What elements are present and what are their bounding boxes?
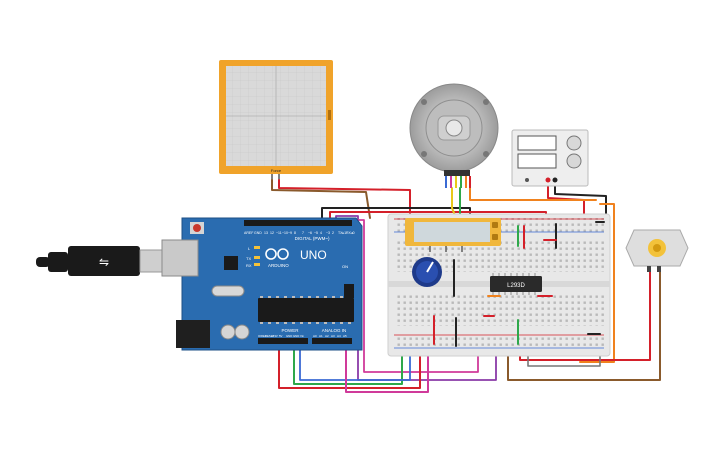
led-rx-label: RX	[246, 263, 252, 268]
pin-11-label: ~11	[276, 231, 282, 235]
led-rx	[254, 263, 260, 266]
wire-psu-black[interactable]	[554, 181, 607, 225]
force-sensor[interactable]: Force	[219, 60, 333, 180]
power-pin-gnd-2: GND	[293, 334, 299, 338]
pin-10-label: ~10	[282, 231, 288, 235]
pin-8-label: 8	[294, 231, 296, 235]
power-pin-gnd-1: GND	[286, 334, 292, 338]
pin-7-label: 7	[302, 231, 304, 235]
wire-dcmotor-brown[interactable]	[507, 267, 661, 381]
analog-pin-a3: A3	[331, 334, 335, 338]
wire-gnd-blue[interactable]	[299, 341, 411, 381]
arduino-logo-icon	[265, 248, 289, 260]
potentiometer[interactable]	[412, 257, 442, 287]
pin-0-label: RX◂0	[346, 231, 355, 235]
power-jack	[176, 320, 210, 348]
wire-fsr-brown[interactable]	[271, 179, 371, 219]
wire-5v-red[interactable]	[278, 339, 421, 389]
digital-header-label: DIGITAL (PWM~)	[295, 236, 330, 241]
led-l	[254, 246, 260, 249]
aref-label: AREF	[244, 231, 253, 235]
icsp-header	[344, 284, 354, 298]
wire-a0-magenta[interactable]	[345, 339, 429, 393]
uno-label: UNO	[300, 248, 327, 262]
led-l-label: L	[248, 246, 251, 251]
power-header-label: POWER	[281, 328, 299, 333]
power-pin-vin: Vin	[300, 334, 304, 338]
power-pin-3v3: 3.3V	[272, 334, 278, 338]
l293d-chip[interactable]: L293D	[490, 273, 542, 295]
pin-13-label: 13	[264, 231, 268, 235]
led-tx	[254, 256, 260, 259]
power-pin-ioref: IOREF	[258, 334, 267, 338]
wire-fsr-red[interactable]	[278, 179, 411, 219]
pin-3-label: ~3	[326, 231, 330, 235]
brand-label: ARDUINO	[268, 263, 289, 268]
on-led-label: ON	[342, 264, 348, 269]
force-sensor-label: Force	[271, 168, 282, 173]
crystal	[211, 285, 245, 297]
usb-port	[161, 239, 199, 277]
wire-orange-right[interactable]	[579, 203, 615, 363]
power-supply[interactable]	[511, 129, 589, 187]
power-pin-5v: 5V	[279, 334, 283, 338]
digital-header[interactable]	[244, 220, 352, 226]
power-pin-reset: RESET	[265, 334, 275, 338]
wire-orange-left[interactable]	[469, 187, 597, 201]
small-ic	[224, 256, 238, 270]
stepper-motor[interactable]	[409, 83, 499, 188]
analog-header-label: ANALOG IN	[322, 328, 347, 333]
usb-icon: ⇋	[99, 255, 109, 269]
pin-12-label: 12	[270, 231, 274, 235]
analog-pin-a5: A5	[343, 334, 347, 338]
usb-cable[interactable]: ⇋	[36, 246, 163, 276]
power-header[interactable]	[258, 338, 308, 344]
capacitor-2	[234, 324, 250, 340]
pin-2-label: 2	[332, 231, 334, 235]
arduino-uno[interactable]: DIGITAL (PWM~) POWER ANALOG IN AREF GND …	[161, 217, 363, 351]
analog-pin-a0: A0	[313, 334, 317, 338]
capacitor-1	[220, 324, 236, 340]
atmega-chip	[258, 298, 354, 322]
pin-5-label: ~5	[314, 231, 318, 235]
gnd-label: GND	[254, 231, 262, 235]
analog-pin-a1: A1	[319, 334, 323, 338]
analog-pin-a4: A4	[337, 334, 341, 338]
chip-label: L293D	[507, 283, 525, 289]
reset-button[interactable]	[193, 224, 201, 232]
analog-header[interactable]	[312, 338, 352, 344]
lcd-display[interactable]	[405, 218, 501, 252]
led-tx-label: TX	[246, 256, 251, 261]
pin-6-label: ~6	[308, 231, 312, 235]
pin-1-label: TX▸1	[338, 231, 346, 235]
dc-motor[interactable]	[625, 229, 689, 272]
pin-4-label: 4	[320, 231, 322, 235]
analog-pin-a2: A2	[325, 334, 329, 338]
wire-gnd-green[interactable]	[293, 339, 403, 385]
pin-9-label: ~9	[288, 231, 292, 235]
jumpers	[433, 221, 605, 347]
